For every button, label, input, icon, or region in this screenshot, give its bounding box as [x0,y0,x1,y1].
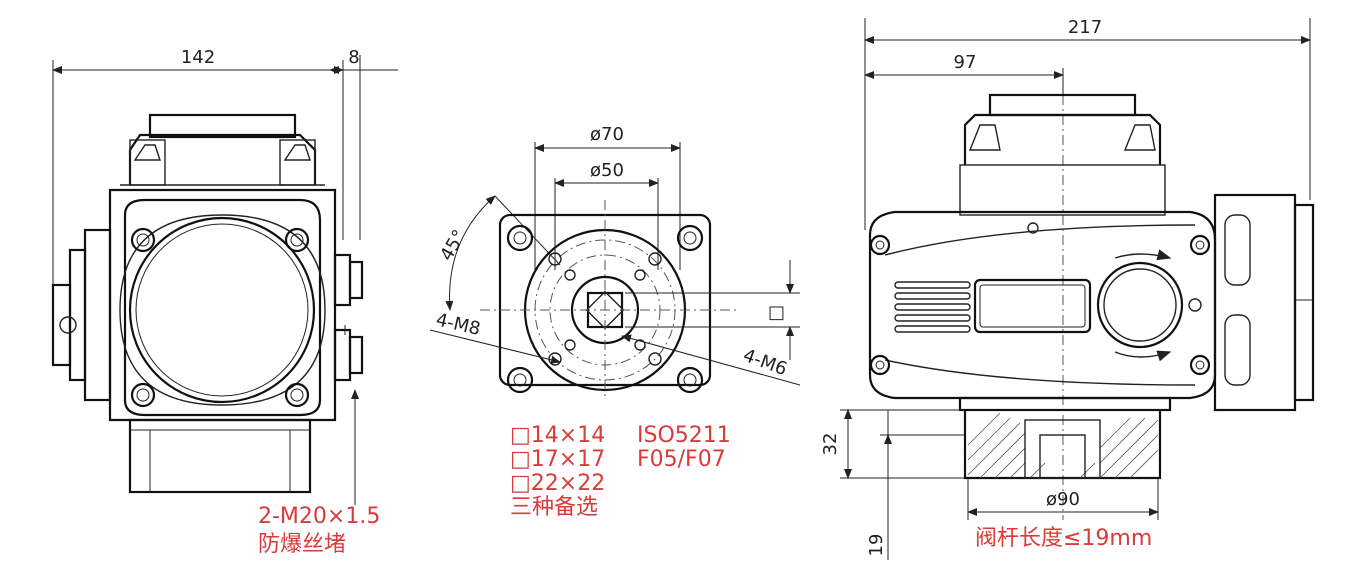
dim-height-label: 32 [820,433,841,456]
iso-flange-label: F05/F07 [637,447,726,472]
plug-desc-label: 防爆丝堵 [258,532,346,557]
dim-width-label: 142 [181,47,215,68]
right-view: 217 97 [820,17,1315,560]
option-2: □17×17 [510,447,605,472]
dim-base-label: ø90 [1046,489,1080,510]
square-symbol: □ [768,302,785,323]
dim-center-label: 97 [954,52,977,73]
base-hatch [967,412,1159,479]
vent-slots [894,281,971,333]
stem-length-note: 阀杆长度≤19mm [975,526,1152,551]
option-1: □14×14 [510,423,605,448]
middle-view: ø70 ø50 45° [429,124,801,520]
dim-outer-label: ø70 [590,124,624,145]
dim-bottom-label: 19 [866,534,887,557]
bolt-m8-label: 4-M8 [434,309,483,340]
option-3: □22×22 [510,471,605,496]
option-note: 三种备选 [510,495,598,520]
iso-standard-label: ISO5211 [637,423,731,448]
left-view: 142 8 [51,47,398,557]
dim-total-label: 217 [1068,17,1102,38]
left-bolts [130,227,310,408]
dim-inner-label: ø50 [590,160,624,181]
bolt-m6-label: 4-M6 [740,345,789,380]
plug-spec-label: 2-M20×1.5 [258,504,380,529]
dim-offset-label: 8 [348,47,359,68]
